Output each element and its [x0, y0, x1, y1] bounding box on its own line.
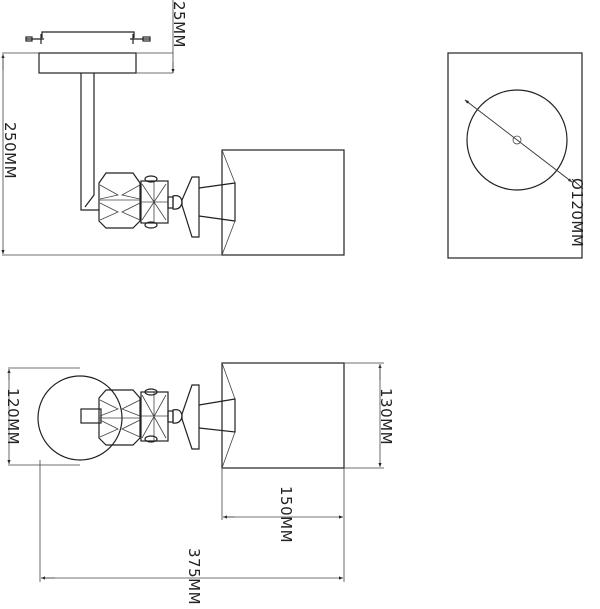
canopy-height-label: 25MM [170, 1, 188, 48]
lamp-shade [221, 149, 345, 256]
dimension-lines [1, 0, 222, 256]
dimension-lines-bottom [7, 362, 384, 582]
shade-height-label: 130MM [377, 388, 395, 446]
mounting-bracket [25, 31, 151, 44]
total-height-label: 250MM [1, 122, 19, 180]
top-view [447, 52, 583, 259]
arm-stem [80, 73, 99, 211]
canopy-diameter-label: 120MM [4, 388, 22, 446]
total-length-label: 375MM [185, 548, 203, 606]
shade-diameter-label: Ø120MM [568, 178, 586, 248]
side-view [1, 0, 345, 256]
canopy [38, 52, 137, 74]
shade-length-label: 150MM [277, 486, 295, 544]
crystal-holder [98, 172, 236, 238]
plan-view [7, 362, 384, 582]
